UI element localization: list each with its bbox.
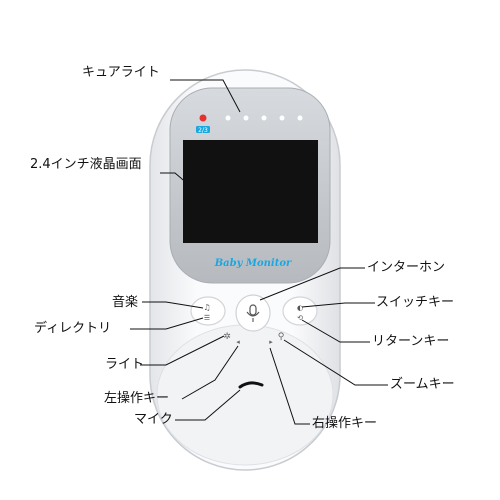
zoom-key-label: ズームキー	[390, 377, 455, 392]
switch-key-label: スイッチキー	[376, 295, 455, 310]
battery-badge	[196, 126, 210, 133]
microphone-icon	[249, 304, 257, 316]
indicator-light	[297, 115, 303, 121]
light-icon[interactable]: ✲	[223, 332, 231, 342]
red-indicator-light	[199, 114, 207, 122]
mic-label: マイク	[134, 412, 173, 427]
indicator-light	[261, 115, 267, 121]
microphone-slot-icon	[238, 381, 264, 389]
right-key-label: 右操作キー	[312, 416, 378, 431]
intercom-button[interactable]	[235, 294, 271, 332]
left-button-pad[interactable]	[190, 296, 226, 326]
light-label: ライト	[105, 357, 145, 372]
left-key-label: 左操作キー	[104, 391, 170, 406]
zoom-icon[interactable]: ⚲	[278, 332, 285, 342]
music-note-icon: ♫	[203, 303, 210, 312]
indicator-light	[279, 115, 285, 121]
directory-label: ディレクトリ	[34, 321, 112, 336]
return-icon: ⟲	[297, 314, 303, 322]
switch-icon: ◐	[297, 304, 303, 312]
music-label: 音楽	[112, 295, 139, 310]
cue-light-label: キュアライト	[82, 65, 160, 80]
lcd-screen	[183, 140, 318, 243]
indicator-light	[243, 115, 249, 121]
intercom-label: インターホン	[367, 260, 446, 275]
return-key-label: リターンキー	[372, 334, 450, 349]
indicator-light	[225, 115, 231, 121]
brand-text: Baby Monitor	[214, 258, 292, 269]
battery-badge-text: 2/3	[198, 127, 208, 134]
left-arrow-icon[interactable]: ◂	[236, 338, 240, 346]
leader-lines	[130, 79, 388, 425]
directory-icon: ☰	[204, 314, 210, 322]
lcd-label: 2.4インチ液晶画面	[30, 157, 142, 172]
right-button-pad[interactable]	[282, 296, 318, 326]
right-arrow-icon[interactable]: ▸	[269, 338, 273, 346]
